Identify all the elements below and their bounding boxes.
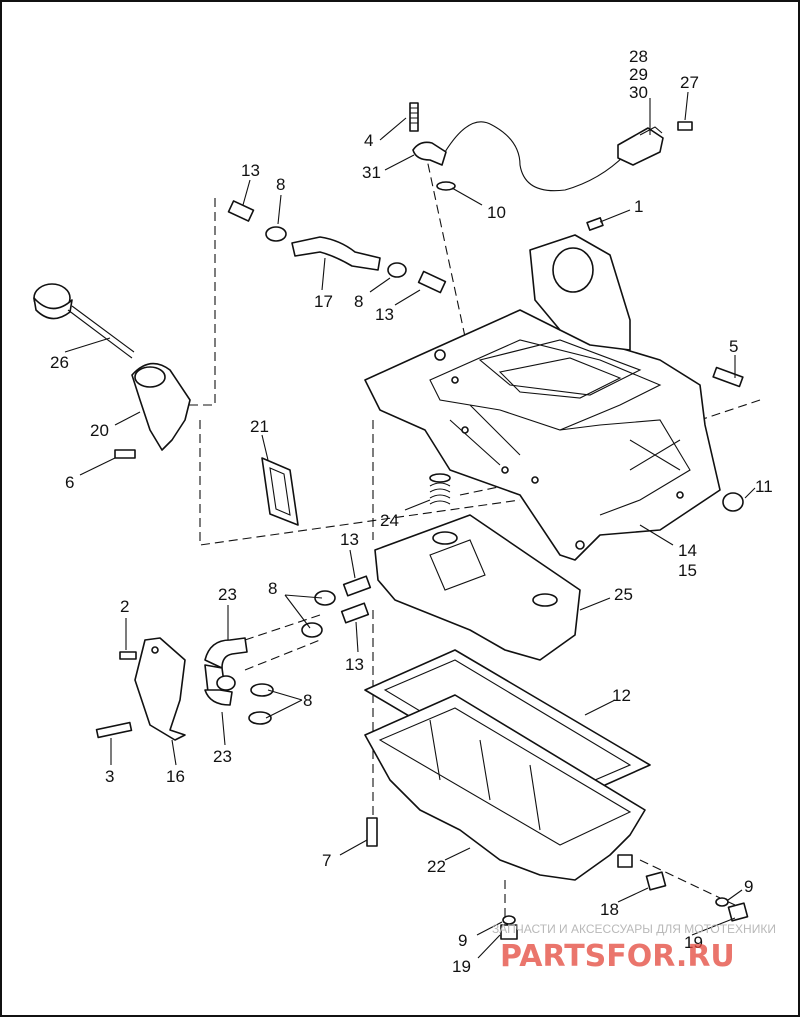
callout-8-mid: 8 <box>268 579 277 598</box>
callout-13-top: 13 <box>241 161 260 180</box>
bushing-11-shape <box>722 492 744 512</box>
callout-10: 10 <box>487 203 506 222</box>
callout-8-low: 8 <box>303 691 312 710</box>
washer-9-right-shape <box>715 897 729 907</box>
callout-labels: 28 29 30 27 4 31 10 1 13 8 17 8 13 26 20… <box>50 47 773 976</box>
screw-6-shape <box>114 449 136 459</box>
spring-24 <box>429 473 451 505</box>
fitting-13-mid-upper-shape <box>342 575 372 597</box>
callout-4: 4 <box>364 131 373 150</box>
callout-30: 30 <box>629 83 648 102</box>
clamp-8-right-shape <box>387 262 407 278</box>
fitting-13-right-shape <box>417 270 447 294</box>
hose-17-shape <box>291 236 381 271</box>
callout-19-right: 19 <box>684 933 703 952</box>
hose-23-upper-shape <box>204 637 248 669</box>
pin-27-shape <box>677 121 693 131</box>
callout-12: 12 <box>612 686 631 705</box>
cover-25-shape <box>374 514 581 661</box>
bolt-5-shape <box>712 366 744 388</box>
connector-28-shape <box>617 127 664 166</box>
callout-27: 27 <box>680 73 699 92</box>
callout-9-bottom: 9 <box>458 931 467 950</box>
callout-19-bottom: 19 <box>452 957 471 976</box>
plug-19-bottom-shape <box>500 924 518 940</box>
bracket-16 <box>95 637 186 741</box>
fitting-13-mid-lower-shape <box>340 602 370 624</box>
callout-6: 6 <box>65 473 74 492</box>
callout-17: 17 <box>314 292 333 311</box>
callout-7: 7 <box>322 851 331 870</box>
callout-9-right: 9 <box>744 877 753 896</box>
clamp-8-low-lower-shape <box>248 711 272 725</box>
callout-3: 3 <box>105 767 114 786</box>
dipstick-assembly <box>33 283 191 459</box>
clamp-8-low-upper-shape <box>250 683 274 697</box>
pin-1-shape <box>586 217 604 231</box>
watermark: ЗАПЧАСТИ И АКСЕССУАРЫ ДЛЯ МОТОТЕХНИКИ PA… <box>492 922 776 974</box>
fitting-13-upper-shape <box>227 200 255 222</box>
clamp-8-mid-upper-shape <box>314 590 336 606</box>
callout-24: 24 <box>380 511 399 530</box>
sensor-31-shape <box>412 141 447 166</box>
callout-25: 25 <box>614 585 633 604</box>
hose-23-lower-shape <box>204 689 233 706</box>
callout-29: 29 <box>629 65 648 84</box>
callout-23-bottom: 23 <box>213 747 232 766</box>
callout-20: 20 <box>90 421 109 440</box>
clamp-8-upper-shape <box>265 226 287 242</box>
callout-8-right: 8 <box>354 292 363 311</box>
callout-22: 22 <box>427 857 446 876</box>
oil-pan-22 <box>364 694 749 940</box>
callout-18: 18 <box>600 900 619 919</box>
watermark-logo: PARTSFOR.RU <box>500 939 735 974</box>
callout-21: 21 <box>250 417 269 436</box>
callout-11: 11 <box>755 477 773 496</box>
transmission-housing-shape <box>364 217 744 561</box>
callout-13-mid: 13 <box>340 530 359 549</box>
callout-31: 31 <box>362 163 381 182</box>
screw-7-shape <box>366 817 378 847</box>
screw-4-shape <box>409 102 419 132</box>
callout-1: 1 <box>634 197 643 216</box>
speed-sensor-assembly <box>409 102 693 192</box>
callout-8-top: 8 <box>276 175 285 194</box>
callout-13-right: 13 <box>375 305 394 324</box>
callout-16: 16 <box>166 767 185 786</box>
watermark-tagline: ЗАПЧАСТИ И АКСЕССУАРЫ ДЛЯ МОТОТЕХНИКИ <box>492 922 776 936</box>
callout-15: 15 <box>678 561 697 580</box>
washer-9-bottom-shape <box>502 915 516 925</box>
callout-2: 2 <box>120 597 129 616</box>
callout-26: 26 <box>50 353 69 372</box>
upper-hose-group <box>227 200 447 294</box>
leader-lines <box>64 91 756 959</box>
clamp-8-mid-lower-shape <box>301 622 323 638</box>
callout-28: 28 <box>629 47 648 66</box>
lower-hose-group <box>204 575 372 725</box>
plug-19-right-shape <box>727 902 749 922</box>
callout-14: 14 <box>678 541 697 560</box>
plug-18-shape <box>645 871 667 891</box>
gasket-21 <box>261 457 299 526</box>
screw-3-shape <box>95 721 133 739</box>
callout-5: 5 <box>729 337 738 356</box>
callout-23-top: 23 <box>218 585 237 604</box>
o-ring-10-shape <box>436 181 456 191</box>
callout-13-low: 13 <box>345 655 364 674</box>
screw-2-shape <box>119 651 137 660</box>
plug-side-shape <box>617 854 633 868</box>
